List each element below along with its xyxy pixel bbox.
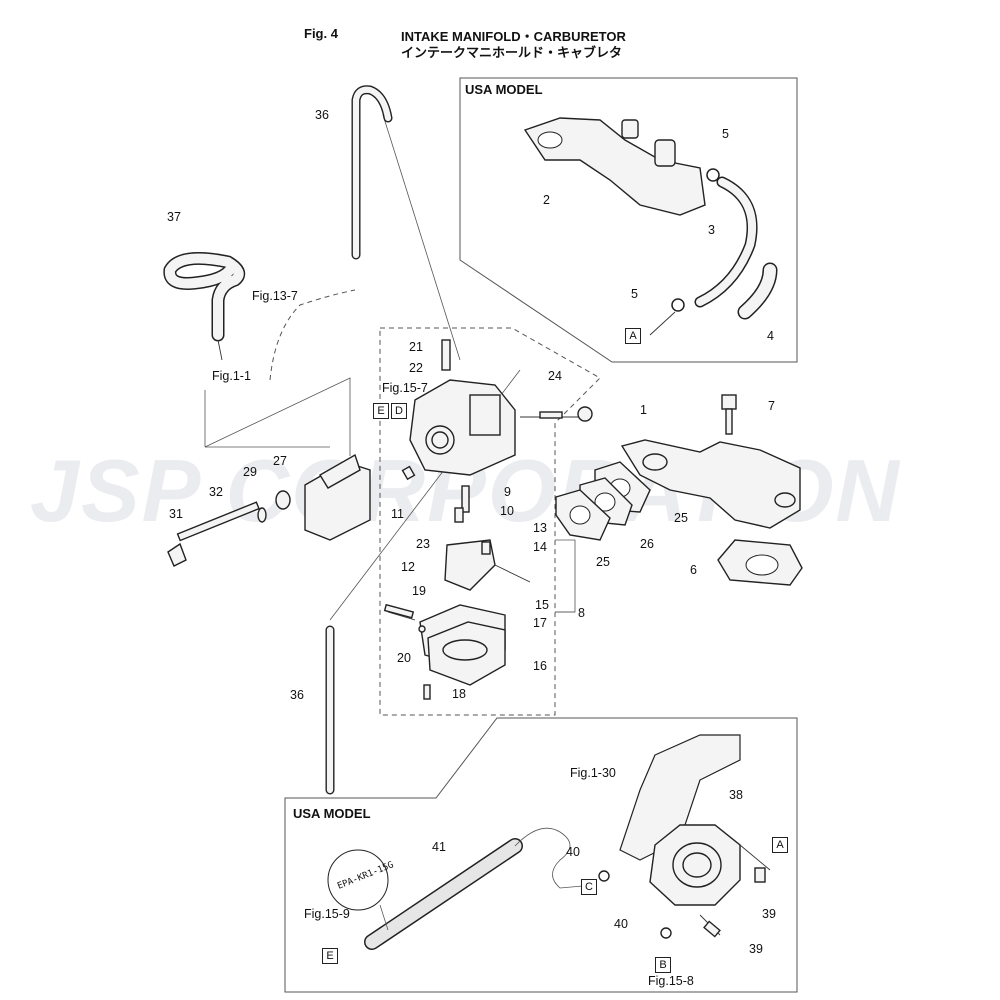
callout-25-left: 25 [596, 555, 610, 569]
hose-stamp-circle [327, 849, 389, 911]
callout-39-bottom: 39 [749, 942, 763, 956]
callout-4: 4 [767, 329, 774, 343]
usa-model-top-frame [459, 77, 798, 363]
box-letter-b-bottom: B [655, 957, 671, 973]
box-letter-a-top: A [625, 328, 641, 344]
bolt-31 [176, 501, 260, 542]
callout-31: 31 [169, 507, 183, 521]
usa-model-label-top: USA MODEL [465, 82, 543, 97]
box-letter-e-left: E [373, 403, 389, 419]
callout-20: 20 [397, 651, 411, 665]
callout-24: 24 [548, 369, 562, 383]
callout-1: 1 [640, 403, 647, 417]
callout-11: 11 [391, 507, 404, 521]
manifold-2 [523, 117, 706, 216]
figure-title-japanese: インテークマニホールド・キャブレタ [401, 45, 623, 60]
callout-40-bottom: 40 [614, 917, 628, 931]
callout-14: 14 [533, 540, 547, 554]
hose-36-top [351, 85, 393, 260]
callout-8: 8 [578, 606, 585, 620]
callout-27: 27 [273, 454, 287, 468]
usa-model-label-bottom: USA MODEL [293, 806, 371, 821]
callout-2: 2 [543, 193, 550, 207]
callout-41: 41 [432, 840, 446, 854]
callout-10: 10 [500, 504, 514, 518]
box-letter-c-bottom: C [581, 879, 597, 895]
ref-fig13-7: Fig.13-7 [252, 289, 298, 303]
box-letter-d-left: D [391, 403, 407, 419]
callout-39-right: 39 [762, 907, 776, 921]
callout-17: 17 [533, 616, 547, 630]
box-letter-e-bottom: E [322, 948, 338, 964]
callout-15: 15 [535, 598, 549, 612]
callout-7: 7 [768, 399, 775, 413]
clip-5-bottom [671, 298, 685, 312]
callout-22: 22 [409, 361, 423, 375]
callout-3: 3 [708, 223, 715, 237]
ref-fig15-9: Fig.15-9 [304, 907, 350, 921]
ref-fig15-7: Fig.15-7 [382, 381, 428, 395]
usa-model-bottom-frame [284, 717, 798, 993]
guide-line-27 [204, 377, 351, 456]
callout-19: 19 [412, 584, 426, 598]
callout-32: 32 [209, 485, 223, 499]
callout-25-right: 25 [674, 511, 688, 525]
callout-36-top: 36 [315, 108, 329, 122]
figure-number: Fig. 4 [304, 26, 338, 41]
ref-fig15-8: Fig.15-8 [648, 974, 694, 988]
callout-26: 26 [640, 537, 654, 551]
intake-manifold-1 [620, 439, 801, 529]
pump-bracket [619, 734, 741, 861]
callout-12: 12 [401, 560, 415, 574]
ref-fig1-30: Fig.1-30 [570, 766, 616, 780]
ref-fig1-1: Fig.1-1 [212, 369, 251, 383]
callout-23: 23 [416, 537, 430, 551]
callout-37: 37 [167, 210, 181, 224]
callout-38: 38 [729, 788, 743, 802]
callout-9: 9 [504, 485, 511, 499]
clip-5-top [706, 168, 720, 182]
callout-16: 16 [533, 659, 547, 673]
callout-5-bottom: 5 [631, 287, 638, 301]
box-letter-a-bottom: A [772, 837, 788, 853]
callout-40-top: 40 [566, 845, 580, 859]
callout-5-top: 5 [722, 127, 729, 141]
callout-21: 21 [409, 340, 423, 354]
figure-title-english: INTAKE MANIFOLD・CARBURETOR [401, 29, 626, 44]
callout-13: 13 [533, 521, 547, 535]
callout-18: 18 [452, 687, 466, 701]
callout-29: 29 [243, 465, 257, 479]
callout-6: 6 [690, 563, 697, 577]
callout-36-bottom: 36 [290, 688, 304, 702]
